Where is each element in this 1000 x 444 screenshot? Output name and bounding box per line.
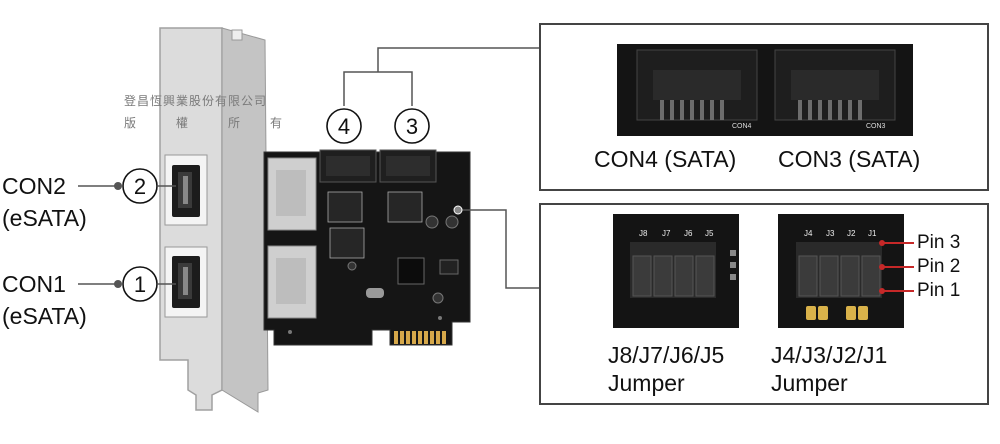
label-con1-name: CON1 bbox=[2, 271, 66, 297]
caption-jumper-right-line1: J4/J3/J2/J1 bbox=[771, 342, 888, 368]
jumper-left-header-2: J6 bbox=[684, 229, 693, 238]
caption-con3-sata: CON3 (SATA) bbox=[778, 146, 921, 172]
jumper-left-header-0: J8 bbox=[639, 229, 648, 238]
badge-4-number: 4 bbox=[338, 114, 350, 139]
jumper-right-header-2: J2 bbox=[847, 229, 856, 238]
esata-port-con1-image bbox=[172, 256, 200, 308]
jumper-left-header-3: J5 bbox=[705, 229, 714, 238]
pin-dots bbox=[879, 240, 885, 294]
jumper-right-photo: J4 J3 J2 J1 bbox=[778, 214, 904, 328]
watermark-char-1: 版 bbox=[124, 116, 137, 130]
label-con2-name: CON2 bbox=[2, 173, 66, 199]
caption-jumper-right-line2: Jumper bbox=[771, 370, 848, 396]
pin-leader-lines bbox=[882, 242, 914, 292]
jumper-right-header-0: J4 bbox=[804, 229, 813, 238]
caption-jumper-left-line1: J8/J7/J6/J5 bbox=[608, 342, 725, 368]
jumper-right-header-3: J1 bbox=[868, 229, 877, 238]
leader-dot-con2 bbox=[114, 182, 122, 190]
watermark-line1: 登昌恆興業股份有限公司 bbox=[124, 94, 268, 108]
jumper-left-photo: J8 J7 J6 J5 bbox=[613, 214, 739, 328]
sata-closeup-photo: CON4 CON3 bbox=[617, 44, 913, 136]
pcie-gold-fingers bbox=[394, 331, 446, 344]
badge-1-number: 1 bbox=[134, 272, 146, 297]
badge-3: 3 bbox=[394, 108, 430, 144]
metal-bracket bbox=[159, 27, 269, 413]
pin-label-2: Pin 2 bbox=[917, 256, 961, 277]
badge-4: 4 bbox=[326, 108, 362, 144]
caption-con4-sata: CON4 (SATA) bbox=[594, 146, 737, 172]
label-con1-type: (eSATA) bbox=[2, 303, 87, 329]
watermark-char-4: 有 bbox=[270, 116, 283, 130]
pin-label-3: Pin 3 bbox=[917, 232, 961, 253]
caption-jumper-left-line2: Jumper bbox=[608, 370, 685, 396]
leader-dot-con1 bbox=[114, 280, 122, 288]
jumper-right-header-1: J3 bbox=[826, 229, 835, 238]
board-silk-con3: CON3 bbox=[866, 123, 886, 130]
sata-closeup-frame bbox=[539, 23, 989, 191]
leader-dot-jumper bbox=[453, 205, 463, 215]
jumper-closeup-frame bbox=[539, 203, 989, 405]
jumper-left-header-1: J7 bbox=[662, 229, 671, 238]
pcie-card bbox=[263, 149, 471, 346]
badge-2-number: 2 bbox=[134, 174, 146, 199]
label-con2-type: (eSATA) bbox=[2, 205, 87, 231]
badge-1: 1 bbox=[122, 266, 158, 302]
watermark-char-3: 所 bbox=[228, 116, 241, 130]
pin-label-1: Pin 1 bbox=[917, 280, 961, 301]
board-silk-con4: CON4 bbox=[732, 123, 752, 130]
watermark-char-2: 權 bbox=[176, 116, 189, 130]
badge-2: 2 bbox=[122, 168, 158, 204]
badge-leader-lines bbox=[78, 47, 540, 289]
badge-3-number: 3 bbox=[406, 114, 418, 139]
esata-port-con2-image bbox=[172, 165, 200, 217]
